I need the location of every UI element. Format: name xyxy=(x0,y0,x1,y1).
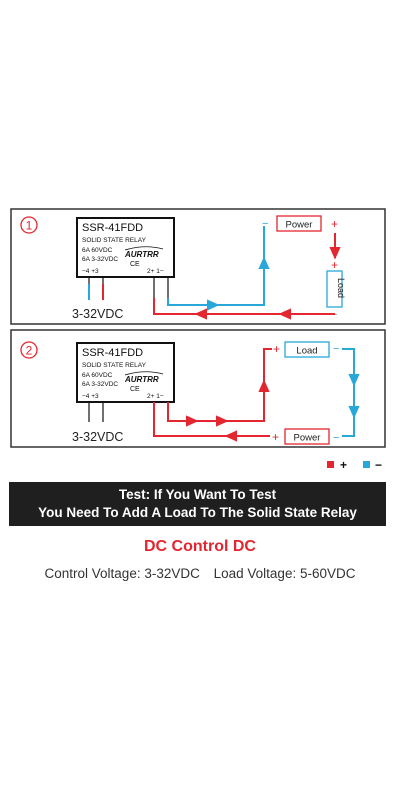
banner-line-1: Test: If You Want To Test xyxy=(118,487,277,502)
control-type-title: DC Control DC xyxy=(144,538,256,555)
power-minus-sign: − xyxy=(262,218,268,230)
diagram-1: 1 SSR-41FDD SOLID STATE RELAY 6A 60VDC 6… xyxy=(10,208,386,325)
step-number: 2 xyxy=(26,344,33,358)
load-label: Load xyxy=(296,346,317,357)
step-number-badge xyxy=(20,216,38,234)
load-minus-sign: − xyxy=(333,343,339,355)
diagram-2: 2 SSR-41FDD SOLID STATE RELAY 6A 60VDC 6… xyxy=(10,329,386,448)
module-pins xyxy=(88,277,169,298)
module-control-rating: 6A 3-32VDC xyxy=(82,256,118,263)
load-label: Load xyxy=(336,278,346,298)
power-positive-wire xyxy=(153,402,270,437)
module-type: SOLID STATE RELAY xyxy=(82,237,147,244)
power-minus-sign: − xyxy=(333,432,339,444)
module-model: SSR-41FDD xyxy=(82,347,143,359)
load-box xyxy=(326,270,343,308)
load-plus-sign: + xyxy=(331,258,338,272)
color-legend: + − xyxy=(327,458,382,472)
brand-logo: AURTRR xyxy=(124,250,159,259)
module-control-rating: 6A 3-32VDC xyxy=(82,381,118,388)
power-label: Power xyxy=(286,220,313,231)
banner-line-2: You Need To Add A Load To The Solid Stat… xyxy=(38,505,357,520)
legend-negative-label: − xyxy=(375,458,382,472)
power-box xyxy=(276,215,322,232)
wiring-diagrams: 1 SSR-41FDD SOLID STATE RELAY 6A 60VDC 6… xyxy=(10,208,386,472)
control-pins-label: −4 +3 xyxy=(82,393,99,400)
legend-positive-swatch xyxy=(327,461,334,468)
power-plus-sign: + xyxy=(272,430,279,444)
test-instructions-banner: Test: If You Want To Test You Need To Ad… xyxy=(9,482,386,526)
brand-swoosh xyxy=(124,371,164,376)
load-pins-label: 2+ 1− xyxy=(147,268,164,275)
input-voltage-label: 3-32VDC xyxy=(72,430,123,444)
load-box xyxy=(284,341,330,358)
load-negative-wire xyxy=(342,348,355,437)
power-box xyxy=(284,428,330,445)
diagram-1-frame xyxy=(10,208,386,325)
control-voltage-spec: Control Voltage: 3-32VDC xyxy=(44,566,200,581)
power-plus-sign: + xyxy=(331,217,338,231)
input-voltage-label: 3-32VDC xyxy=(72,307,123,321)
ce-mark: CE xyxy=(130,386,140,393)
load-plus-sign: + xyxy=(273,342,280,356)
load-voltage-spec: Load Voltage: 5-60VDC xyxy=(213,566,356,581)
module-type: SOLID STATE RELAY xyxy=(82,362,147,369)
module-load-rating: 6A 60VDC xyxy=(82,372,113,379)
positive-return-wire xyxy=(153,298,335,315)
diagram-2-frame xyxy=(10,329,386,448)
legend-positive-label: + xyxy=(340,458,347,472)
step-number-badge xyxy=(20,341,38,359)
load-pins-label: 2+ 1− xyxy=(147,393,164,400)
load-positive-wire xyxy=(167,348,272,422)
ce-mark: CE xyxy=(130,261,140,268)
step-number: 1 xyxy=(26,219,33,233)
voltage-specs: Control Voltage: 3-32VDC Load Voltage: 5… xyxy=(0,566,400,581)
brand-logo: AURTRR xyxy=(124,375,159,384)
legend-negative-swatch xyxy=(363,461,370,468)
power-label: Power xyxy=(294,433,321,444)
control-pins-label: −4 +3 xyxy=(82,268,99,275)
brand-swoosh xyxy=(124,246,164,251)
negative-wire xyxy=(167,226,265,306)
module-load-rating: 6A 60VDC xyxy=(82,247,113,254)
module-pins xyxy=(88,402,169,422)
module-model: SSR-41FDD xyxy=(82,222,143,234)
